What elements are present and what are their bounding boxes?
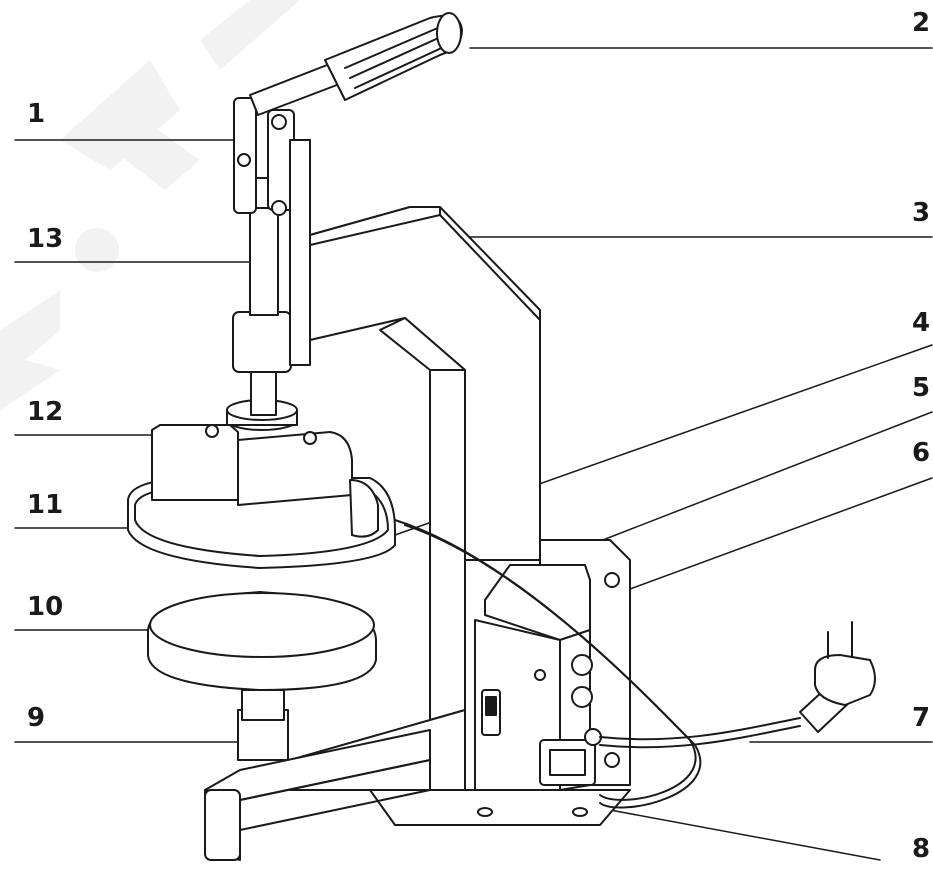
handle-grip [324, 12, 463, 101]
callout-12: 12 [27, 397, 64, 427]
cables [394, 519, 801, 809]
callout-9: 9 [27, 703, 46, 733]
base-arm [204, 729, 431, 861]
callout-2: 2 [912, 8, 931, 38]
callout-4: 4 [912, 308, 931, 338]
power-plug [799, 621, 876, 733]
callout-13: 13 [27, 224, 64, 254]
callout-5: 5 [912, 373, 931, 403]
callout-7: 7 [912, 703, 931, 733]
ram-rod [232, 177, 292, 416]
callout-3: 3 [912, 198, 931, 228]
leader-line-5 [589, 411, 933, 546]
callout-11: 11 [27, 490, 64, 520]
leader-lines [14, 47, 933, 861]
callout-10: 10 [27, 592, 64, 622]
leader-line-6 [599, 477, 933, 601]
control-box [474, 539, 631, 791]
lower-platen [147, 591, 377, 761]
lever-linkage [233, 59, 351, 366]
power-cable [599, 717, 801, 741]
callout-1: 1 [27, 99, 46, 129]
leader-line-8 [609, 809, 881, 861]
callout-6: 6 [912, 438, 931, 468]
callout-8: 8 [912, 834, 931, 864]
